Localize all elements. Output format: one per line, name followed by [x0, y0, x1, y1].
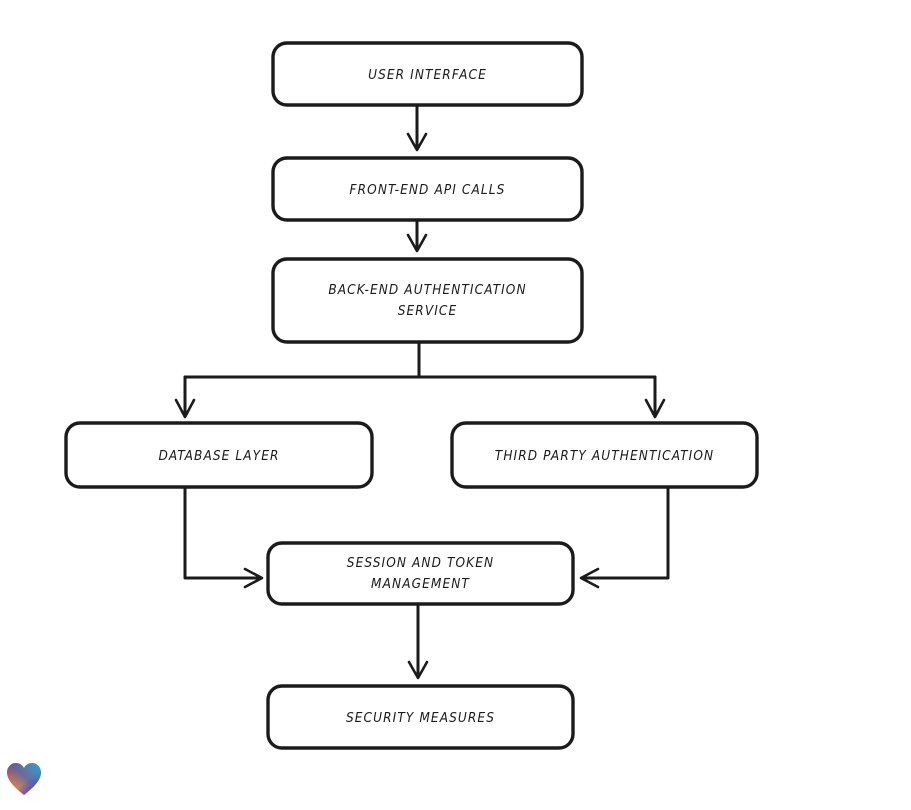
node-front-end-api-calls-shape — [271, 156, 584, 222]
node-security-measures[interactable]: SECURITY MEASURES — [266, 684, 575, 750]
edge-backend-to-third-party — [644, 375, 666, 419]
node-database-layer-shape — [64, 421, 374, 489]
edge-third-party-to-session — [579, 485, 670, 589]
node-user-interface-label: USER INTERFACE — [368, 67, 487, 83]
node-third-party-authentication-shape — [450, 421, 759, 489]
node-session-and-token-management-label-line1: SESSION AND TOKEN — [347, 555, 494, 571]
node-session-and-token-management-shape — [266, 541, 575, 606]
heart-icon-overlay — [7, 763, 41, 795]
node-security-measures-shape — [266, 684, 575, 750]
heart-icon — [7, 763, 41, 795]
node-back-end-authentication-service[interactable]: BACK-END AUTHENTICATION SERVICE — [271, 257, 584, 344]
node-session-and-token-management[interactable]: SESSION AND TOKEN MANAGEMENT — [266, 541, 575, 606]
node-back-end-authentication-service-shape — [271, 257, 584, 344]
edge-backend-to-database — [174, 375, 196, 419]
node-database-layer-label: DATABASE LAYER — [158, 448, 279, 464]
edge-ui-to-api — [406, 103, 428, 152]
node-front-end-api-calls-label: FRONT-END API CALLS — [350, 182, 506, 198]
node-security-measures-label: SECURITY MEASURES — [346, 710, 495, 726]
node-session-and-token-management-label-line2: MANAGEMENT — [371, 576, 470, 592]
node-third-party-authentication[interactable]: THIRD PARTY AUTHENTICATION — [450, 421, 759, 489]
node-user-interface[interactable]: USER INTERFACE — [271, 41, 584, 107]
node-back-end-authentication-service-label-line2: SERVICE — [398, 303, 458, 319]
edge-database-to-session — [183, 485, 264, 589]
edge-backend-split-trunk — [183, 340, 657, 379]
node-back-end-authentication-service-label-line1: BACK-END AUTHENTICATION — [328, 282, 526, 298]
node-third-party-authentication-label: THIRD PARTY AUTHENTICATION — [495, 448, 714, 464]
node-user-interface-shape — [271, 41, 584, 107]
node-database-layer[interactable]: DATABASE LAYER — [64, 421, 374, 489]
edge-session-to-security — [407, 602, 429, 680]
edge-api-to-backend — [406, 218, 428, 253]
node-front-end-api-calls[interactable]: FRONT-END API CALLS — [271, 156, 584, 222]
